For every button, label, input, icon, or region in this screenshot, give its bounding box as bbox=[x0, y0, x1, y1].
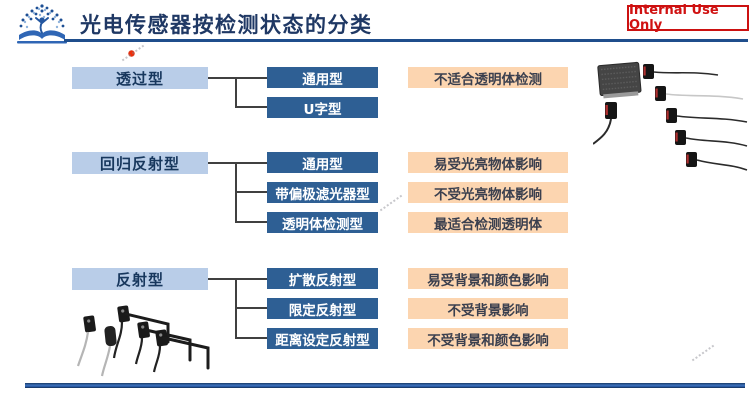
reflective-sensors-cables-photo bbox=[58, 300, 238, 382]
footer-rule bbox=[25, 383, 745, 388]
red-dot-watermark bbox=[128, 50, 135, 57]
subtype-transparent-detection: 透明体检测型 bbox=[267, 212, 378, 233]
note-shiny-affected: 易受光亮物体影响 bbox=[408, 152, 568, 173]
subtype-general-2: 通用型 bbox=[267, 152, 378, 173]
category-through-beam: 透过型 bbox=[72, 67, 208, 89]
note-shiny-not-affected: 不受光亮物体影响 bbox=[408, 182, 568, 203]
note-background-not-affected: 不受背景影响 bbox=[408, 298, 568, 319]
connector-line bbox=[235, 191, 267, 193]
category-retro-reflective: 回归反射型 bbox=[72, 152, 208, 174]
note-through-beam: 不适合透明体检测 bbox=[408, 67, 568, 88]
connector-line bbox=[235, 337, 267, 339]
connector-line bbox=[235, 221, 267, 223]
subtype-distance-set: 距离设定反射型 bbox=[267, 328, 378, 349]
connector-line bbox=[208, 278, 267, 280]
watermark-mark bbox=[379, 194, 403, 212]
through-beam-sensors-reflector-photo bbox=[592, 58, 748, 186]
subtype-polarizing-filter: 带偏极滤光器型 bbox=[267, 182, 378, 203]
note-background-color-affected: 易受背景和颜色影响 bbox=[408, 268, 568, 289]
connector-line bbox=[208, 77, 267, 79]
note-background-color-not-affected: 不受背景和颜色影响 bbox=[408, 328, 568, 349]
connector-line bbox=[235, 77, 237, 108]
page-title: 光电传感器按检测状态的分类 bbox=[80, 13, 373, 37]
internal-use-only-badge: Internal Use Only bbox=[627, 3, 749, 33]
subtype-limited: 限定反射型 bbox=[267, 298, 378, 319]
connector-line bbox=[235, 106, 267, 108]
subtype-general: 通用型 bbox=[267, 67, 378, 88]
category-reflective: 反射型 bbox=[72, 268, 208, 290]
watermark-mark bbox=[691, 344, 715, 362]
connector-line bbox=[235, 307, 267, 309]
subtype-diffuse: 扩散反射型 bbox=[267, 268, 378, 289]
subtype-u-shape: U字型 bbox=[267, 97, 378, 118]
watermark-mark bbox=[121, 44, 145, 62]
note-best-transparent: 最适合检测透明体 bbox=[408, 212, 568, 233]
connector-line bbox=[208, 162, 267, 164]
title-underline bbox=[64, 39, 748, 42]
tree-book-logo-icon bbox=[15, 2, 69, 48]
